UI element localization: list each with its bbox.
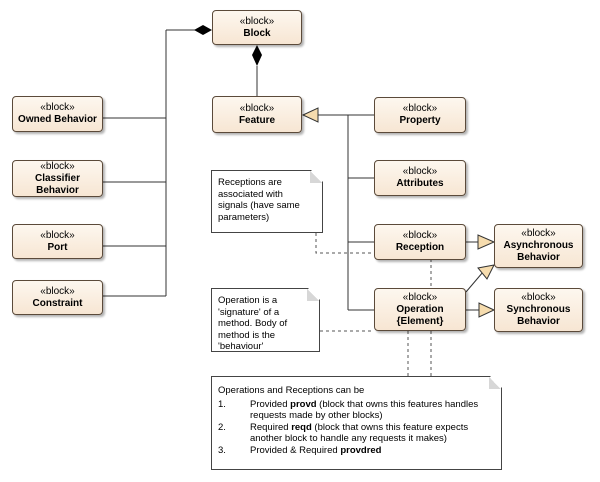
block-block[interactable]: «block» Block bbox=[212, 10, 302, 45]
list-text-pre: Provided & Required bbox=[250, 444, 341, 456]
block-name: Synchronous bbox=[506, 304, 571, 315]
list-text-pre: Provided bbox=[250, 398, 291, 410]
block-name: Asynchronous bbox=[503, 240, 574, 251]
generalization-arrowhead-async-from-operation bbox=[477, 264, 495, 280]
block-asynchronous-behavior[interactable]: «block» Asynchronous Behavior bbox=[494, 224, 583, 268]
block-operation[interactable]: «block» Operation {Element} bbox=[374, 288, 466, 331]
composition-left-connectors bbox=[103, 29, 196, 297]
block-name: Block bbox=[243, 27, 271, 39]
block-classifier-behavior[interactable]: «block» Classifier Behavior bbox=[12, 160, 103, 197]
generalization-arrowhead-feature bbox=[301, 107, 319, 123]
stereotype-label: «block» bbox=[521, 292, 556, 303]
block-feature[interactable]: «block» Feature bbox=[212, 96, 302, 133]
block-name: Port bbox=[47, 241, 68, 253]
list-text: Required reqd (block that owns this feat… bbox=[250, 422, 487, 445]
note-operations-receptions[interactable]: Operations and Receptions can be 1. Prov… bbox=[211, 376, 502, 470]
list-item: 2. Required reqd (block that owns this f… bbox=[218, 422, 487, 445]
list-number: 3. bbox=[218, 444, 226, 456]
list-number: 2. bbox=[218, 421, 226, 433]
block-name: Owned Behavior bbox=[18, 114, 97, 125]
block-name-line2: Behavior bbox=[517, 316, 560, 327]
block-name-line2: Behavior bbox=[517, 252, 560, 263]
stereotype-label: «block» bbox=[402, 291, 438, 303]
stereotype-label: «block» bbox=[40, 102, 75, 113]
block-synchronous-behavior[interactable]: «block» Synchronous Behavior bbox=[494, 288, 583, 332]
generalization-arrowhead-sync bbox=[478, 302, 496, 318]
generalization-connectors bbox=[318, 114, 374, 311]
block-reception[interactable]: «block» Reception bbox=[374, 224, 466, 260]
stereotype-label: «block» bbox=[239, 102, 275, 114]
block-name: Reception bbox=[395, 242, 445, 253]
stereotype-label: «block» bbox=[402, 103, 438, 114]
note-operation[interactable]: Operation is a 'signature' of a method. … bbox=[211, 288, 320, 352]
note-text: Receptions are associated with signals (… bbox=[218, 177, 300, 223]
list-text-post: (block that owns this features handles r… bbox=[250, 398, 479, 421]
block-name: Classifier Behavior bbox=[34, 172, 81, 196]
block-port[interactable]: «block» Port bbox=[12, 224, 103, 259]
list-text-bold: provdred bbox=[340, 444, 382, 456]
stereotype-label: «block» bbox=[40, 229, 75, 241]
block-name: Property bbox=[399, 115, 441, 126]
note-list: 1. Provided provd (block that owns this … bbox=[218, 399, 487, 457]
note-intro: Operations and Receptions can be bbox=[218, 385, 365, 396]
block-subtitle: {Element} bbox=[396, 315, 444, 327]
stereotype-label: «block» bbox=[40, 160, 75, 172]
block-owned-behavior[interactable]: «block» Owned Behavior bbox=[12, 96, 103, 132]
list-text: Provided & Required provdred bbox=[250, 445, 382, 457]
behavior-generalization-connectors bbox=[465, 241, 484, 311]
generalization-arrowhead-async-from-reception bbox=[477, 234, 496, 250]
list-text: Provided provd (block that owns this fea… bbox=[250, 399, 487, 422]
composition-diamond-block-left bbox=[194, 25, 212, 35]
block-property[interactable]: «block» Property bbox=[374, 97, 466, 133]
note-text: Operation is a 'signature' of a method. … bbox=[218, 295, 288, 352]
stereotype-label: «block» bbox=[40, 285, 75, 297]
list-text-pre: Required bbox=[250, 421, 292, 433]
list-text-post: (block that owns this feature expects an… bbox=[250, 421, 469, 444]
block-attributes[interactable]: «block» Attributes bbox=[374, 160, 466, 196]
stereotype-label: «block» bbox=[402, 230, 438, 241]
stereotype-label: «block» bbox=[239, 15, 275, 27]
block-name: Operation bbox=[396, 303, 444, 315]
list-number: 1. bbox=[218, 398, 226, 410]
block-name: Attributes bbox=[396, 178, 444, 189]
list-text-bold: reqd bbox=[291, 421, 312, 433]
list-item: 1. Provided provd (block that owns this … bbox=[218, 399, 487, 422]
list-item: 3. Provided & Required provdred bbox=[218, 445, 487, 457]
block-name: Feature bbox=[238, 114, 276, 126]
block-constraint[interactable]: «block» Constraint bbox=[12, 280, 103, 315]
stereotype-label: «block» bbox=[402, 166, 438, 177]
composition-diamond-block-bottom bbox=[252, 45, 262, 66]
block-name: Constraint bbox=[32, 297, 83, 309]
stereotype-label: «block» bbox=[521, 228, 556, 239]
note-receptions[interactable]: Receptions are associated with signals (… bbox=[211, 170, 323, 233]
list-text-bold: provd bbox=[290, 398, 317, 410]
